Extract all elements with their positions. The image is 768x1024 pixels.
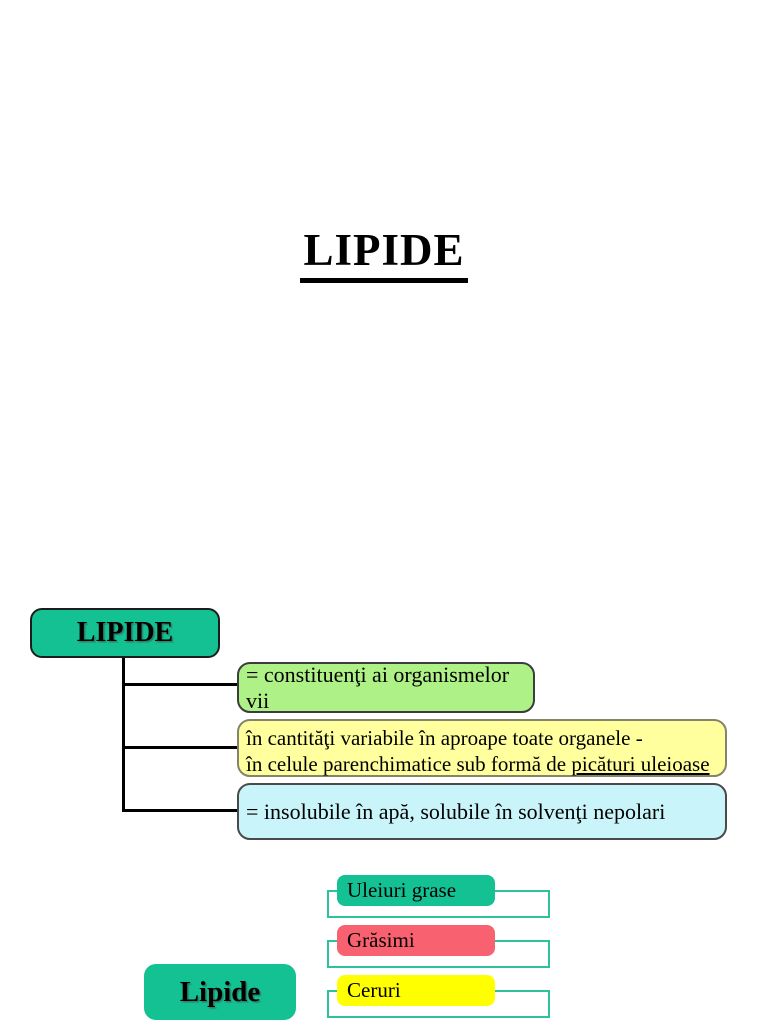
connector-branch-1 (122, 683, 238, 686)
connector-branch-2 (122, 746, 238, 749)
branch-text-quantities-line1: în cantităţi variabile în aproape toate … (246, 726, 643, 750)
connector-branch-3 (122, 809, 238, 812)
branch-text-solubility: = insolubile în apă, solubile în solvenţ… (246, 798, 666, 824)
branch-text-constituents: = constituenţi ai organismelor vii (246, 661, 510, 713)
class-label-uleiuri-grase: Uleiuri grase (337, 875, 495, 906)
page-title: LIPIDE (300, 224, 468, 283)
branch-box-constituents: = constituenţi ai organismelor vii (237, 662, 535, 713)
page-title-wrap: LIPIDE (0, 224, 768, 283)
connector-vertical (122, 658, 125, 812)
branch-text-quantities-line2: în celule parenchimatice sub formă de pi… (246, 751, 719, 777)
branch-text-quantities-line2-prefix: în celule parenchimatice sub formă de (246, 752, 572, 777)
class-label-ceruri: Ceruri (337, 975, 495, 1006)
branch-box-quantities: în cantităţi variabile în aproape toate … (237, 719, 727, 777)
branch-box-solubility: = insolubile în apă, solubile în solvenţ… (237, 783, 727, 840)
class-label-grasimi: Grăsimi (337, 925, 495, 956)
diagram-root-box: LIPIDE (30, 608, 220, 658)
branch-text-quantities-line2-underlined: picături uleioase (571, 752, 710, 777)
classification-root-box: Lipide (144, 964, 296, 1020)
